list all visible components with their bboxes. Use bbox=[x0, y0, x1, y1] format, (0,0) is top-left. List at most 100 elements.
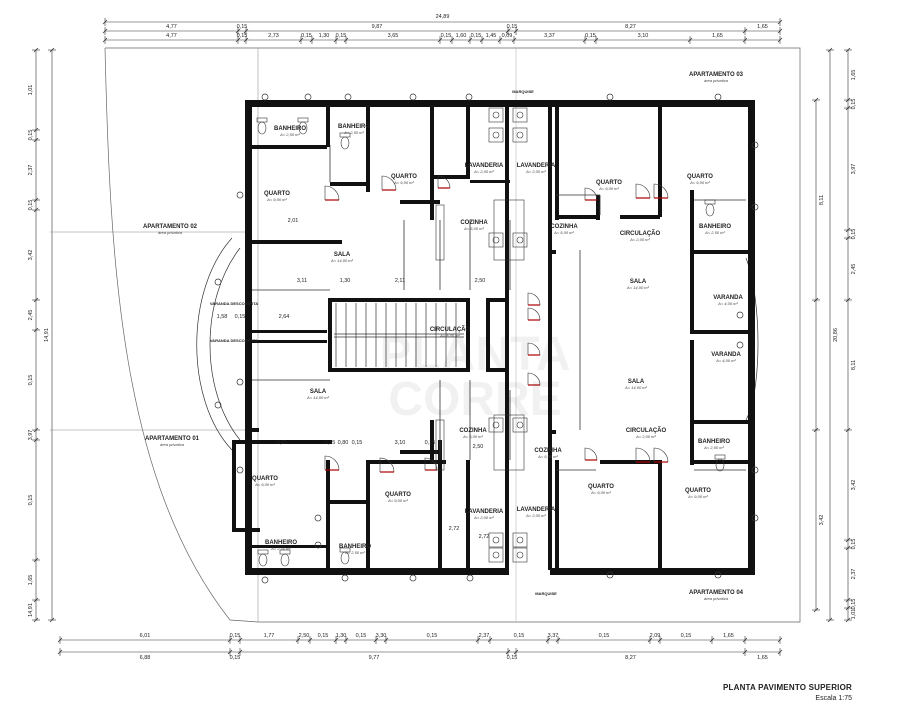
dim-bottom-1-label: 1,77 bbox=[264, 633, 275, 639]
room-area-q8: A= 9,00 m² bbox=[687, 494, 708, 499]
room-label-ap02: APARTAMENTO 02 bbox=[143, 224, 198, 230]
room-label-ban5: BANHEIRO bbox=[265, 540, 297, 546]
toilet-icon bbox=[258, 553, 268, 567]
room-area-sala4: A= 14,00 m² bbox=[624, 385, 648, 390]
room-label-ban3: BANHEIRO bbox=[699, 224, 731, 230]
counter bbox=[493, 199, 525, 261]
dim-top-1-label: 9,87 bbox=[372, 24, 383, 30]
wall bbox=[326, 107, 330, 147]
door-swing bbox=[527, 342, 541, 356]
watermark-line-1: PLANTA bbox=[379, 328, 570, 381]
fixtures bbox=[214, 93, 759, 584]
dim-bottom-2-label: 9,77 bbox=[369, 655, 380, 661]
sink-icon bbox=[512, 532, 528, 548]
dim-bottom-1-label: 0,15 bbox=[427, 633, 438, 639]
dim-right-2-slash bbox=[813, 427, 819, 433]
room-area-q3: A= 9,00 m² bbox=[598, 186, 619, 191]
room-label-q8: QUARTO bbox=[685, 488, 711, 494]
wall bbox=[690, 250, 694, 330]
dim-right-1-slash bbox=[845, 605, 851, 611]
dim-bottom-2-slash bbox=[505, 649, 511, 655]
dim-right-1-slash bbox=[845, 47, 851, 53]
dim-bottom-1-label: 2,37 bbox=[479, 633, 490, 639]
sink-bowl-icon bbox=[492, 131, 500, 139]
dim-right-1-slash bbox=[845, 227, 851, 233]
room-label-coz1: COZINHA bbox=[460, 220, 488, 226]
inner-dim-label: 0,15 bbox=[352, 440, 363, 446]
dim-top-2-slash bbox=[511, 37, 517, 43]
dim-left-1-label: 0,15 bbox=[28, 375, 34, 386]
dim-bottom-1-slash bbox=[742, 637, 748, 643]
wall bbox=[245, 100, 252, 575]
dim-top-2-label: 3,10 bbox=[638, 33, 649, 39]
sink-bowl-icon bbox=[492, 236, 500, 244]
room-label-ban1: BANHEIRO bbox=[274, 126, 306, 132]
inner-dim-label: 2,01 bbox=[288, 218, 299, 224]
balcony-curve-left-outer bbox=[196, 237, 233, 451]
dim-bottom-1-label: 0,15 bbox=[681, 633, 692, 639]
dim-bottom-2-label: 0,15 bbox=[230, 655, 241, 661]
dim-right-1-slash bbox=[845, 537, 851, 543]
dim-bottom-1-slash bbox=[487, 637, 493, 643]
room-label-ap04: APARTAMENTO 04 bbox=[689, 590, 744, 596]
door-swing bbox=[653, 183, 669, 199]
sink-bowl-icon bbox=[516, 131, 524, 139]
window-marker bbox=[409, 93, 417, 101]
inner-dim-label: 2,72 bbox=[449, 526, 460, 532]
sink-bowl-icon bbox=[516, 551, 524, 559]
dim-right-1-label: 0,15 bbox=[851, 99, 857, 110]
wall bbox=[486, 298, 508, 302]
dim-bottom-1-slash bbox=[343, 637, 349, 643]
dim-bottom-1-slash bbox=[307, 637, 313, 643]
dim-bottom-1-slash bbox=[657, 637, 663, 643]
dim-top-1-label: 0,15 bbox=[237, 24, 248, 30]
dim-top-1-slash bbox=[102, 28, 108, 34]
inner-dim-label: 0,15 bbox=[325, 440, 336, 446]
wall bbox=[252, 340, 327, 343]
window-marker bbox=[236, 191, 244, 199]
wall bbox=[555, 215, 600, 219]
dim-right-1-slash bbox=[845, 427, 851, 433]
wall bbox=[466, 107, 470, 177]
sink-icon bbox=[488, 547, 504, 563]
window-marker bbox=[714, 93, 722, 101]
dim-top-2-slash bbox=[449, 37, 455, 43]
dim-right-1-label: 0,15 bbox=[851, 229, 857, 240]
inner-dim-label: 0,15 bbox=[425, 440, 436, 446]
dim-bottom-2-slash bbox=[742, 649, 748, 655]
room-label-sala1: SALA bbox=[334, 252, 351, 258]
room-area-var2: A= 4,00 m² bbox=[715, 358, 736, 363]
dim-left-1-slash bbox=[33, 297, 39, 303]
sink-bowl-icon bbox=[492, 111, 500, 119]
dim-top-1-label: 4,77 bbox=[166, 24, 177, 30]
wall bbox=[690, 420, 748, 424]
dim-top-2-label: 1,45 bbox=[486, 33, 497, 39]
dim-top-2-slash bbox=[742, 37, 748, 43]
room-label-q7: QUARTO bbox=[588, 484, 614, 490]
wall bbox=[620, 215, 660, 219]
wall bbox=[438, 440, 442, 570]
dim-bottom-1-label: 0,15 bbox=[514, 633, 525, 639]
watermark: PLANTA CORRE bbox=[379, 328, 570, 426]
inner-dim-label: 1,30 bbox=[340, 278, 351, 284]
dim-top-2-label: 0,15 bbox=[471, 33, 482, 39]
dim-top-2-slash bbox=[343, 37, 349, 43]
wall bbox=[550, 568, 755, 575]
dim-top-2-label: 3,65 bbox=[388, 33, 399, 39]
dim-bottom-2-slash bbox=[513, 649, 519, 655]
inner-dim-label: 2,72 bbox=[479, 534, 490, 540]
dim-left-total-label: 14,91 bbox=[44, 328, 50, 342]
room-label-lav3: LAVANDERIA bbox=[465, 509, 504, 515]
dim-top-1-label: 8,27 bbox=[625, 24, 636, 30]
wall bbox=[555, 100, 559, 220]
window-marker bbox=[736, 311, 744, 319]
dim-top-2-slash bbox=[235, 37, 241, 43]
wall bbox=[486, 368, 508, 372]
room-label-coz2: COZINHA bbox=[550, 224, 578, 230]
wall bbox=[366, 460, 446, 464]
window-marker bbox=[736, 341, 744, 349]
dim-right-1-label: 2,45 bbox=[851, 264, 857, 275]
dim-left-total-slash bbox=[49, 617, 55, 623]
wall bbox=[658, 460, 662, 570]
